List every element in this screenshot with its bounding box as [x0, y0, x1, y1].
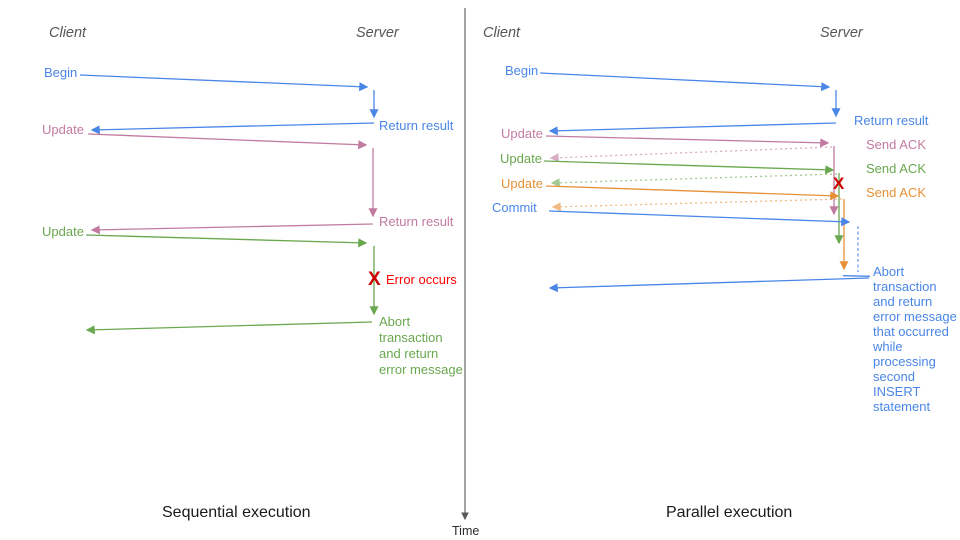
seq-abort-return [85, 321, 373, 335]
par-error-x-mark: X [833, 174, 845, 193]
par-ack1-label: Send ACK [866, 137, 926, 152]
seq-begin-request [79, 74, 369, 92]
seq-return-2 [90, 223, 374, 235]
par-abort-tick [842, 275, 871, 277]
par-ack2-label: Send ACK [866, 161, 926, 176]
par-update2-label: Update [500, 151, 542, 166]
par-update3-request [545, 185, 840, 201]
par-client-header: Client [483, 25, 521, 41]
par-return1-label: Return result [854, 113, 929, 128]
seq-server-header: Server [356, 25, 399, 41]
seq-client-header: Client [49, 25, 87, 41]
par-update3-label: Update [501, 176, 543, 191]
par-commit-request [548, 210, 851, 227]
time-axis-label: Time [452, 524, 480, 538]
seq-return-1 [90, 122, 375, 135]
seq-error-label: Error occurs [386, 272, 457, 287]
par-commit-label: Commit [492, 200, 537, 215]
par-ack3-label: Send ACK [866, 185, 926, 200]
par-begin-request [539, 72, 831, 92]
par-update1-request [545, 135, 830, 148]
seq-abort-label: Abort transaction and return error messa… [379, 314, 463, 377]
seq-begin-label: Begin [44, 65, 78, 80]
seq-error-x-mark: X [368, 269, 381, 290]
par-abort-label: Abort transaction and return error messa… [873, 264, 957, 414]
seq-caption: Sequential execution [162, 504, 311, 521]
par-ack2-dotted [550, 173, 838, 188]
par-return-1 [548, 122, 837, 136]
par-server-header: Server [820, 25, 863, 41]
par-abort-return [548, 277, 870, 293]
seq-update2-label: Update [42, 224, 84, 239]
seq-return2-label: Return result [379, 214, 454, 229]
par-update2-request [543, 160, 835, 175]
par-caption: Parallel execution [666, 504, 793, 521]
seq-return1-label: Return result [379, 118, 454, 133]
seq-update1-label: Update [42, 122, 84, 137]
par-ack1-dotted [549, 146, 833, 163]
par-update1-label: Update [501, 126, 543, 141]
par-begin-label: Begin [505, 63, 539, 78]
seq-update1-request [87, 133, 368, 150]
par-ack3-dotted [551, 198, 843, 212]
seq-update2-request [85, 234, 368, 248]
